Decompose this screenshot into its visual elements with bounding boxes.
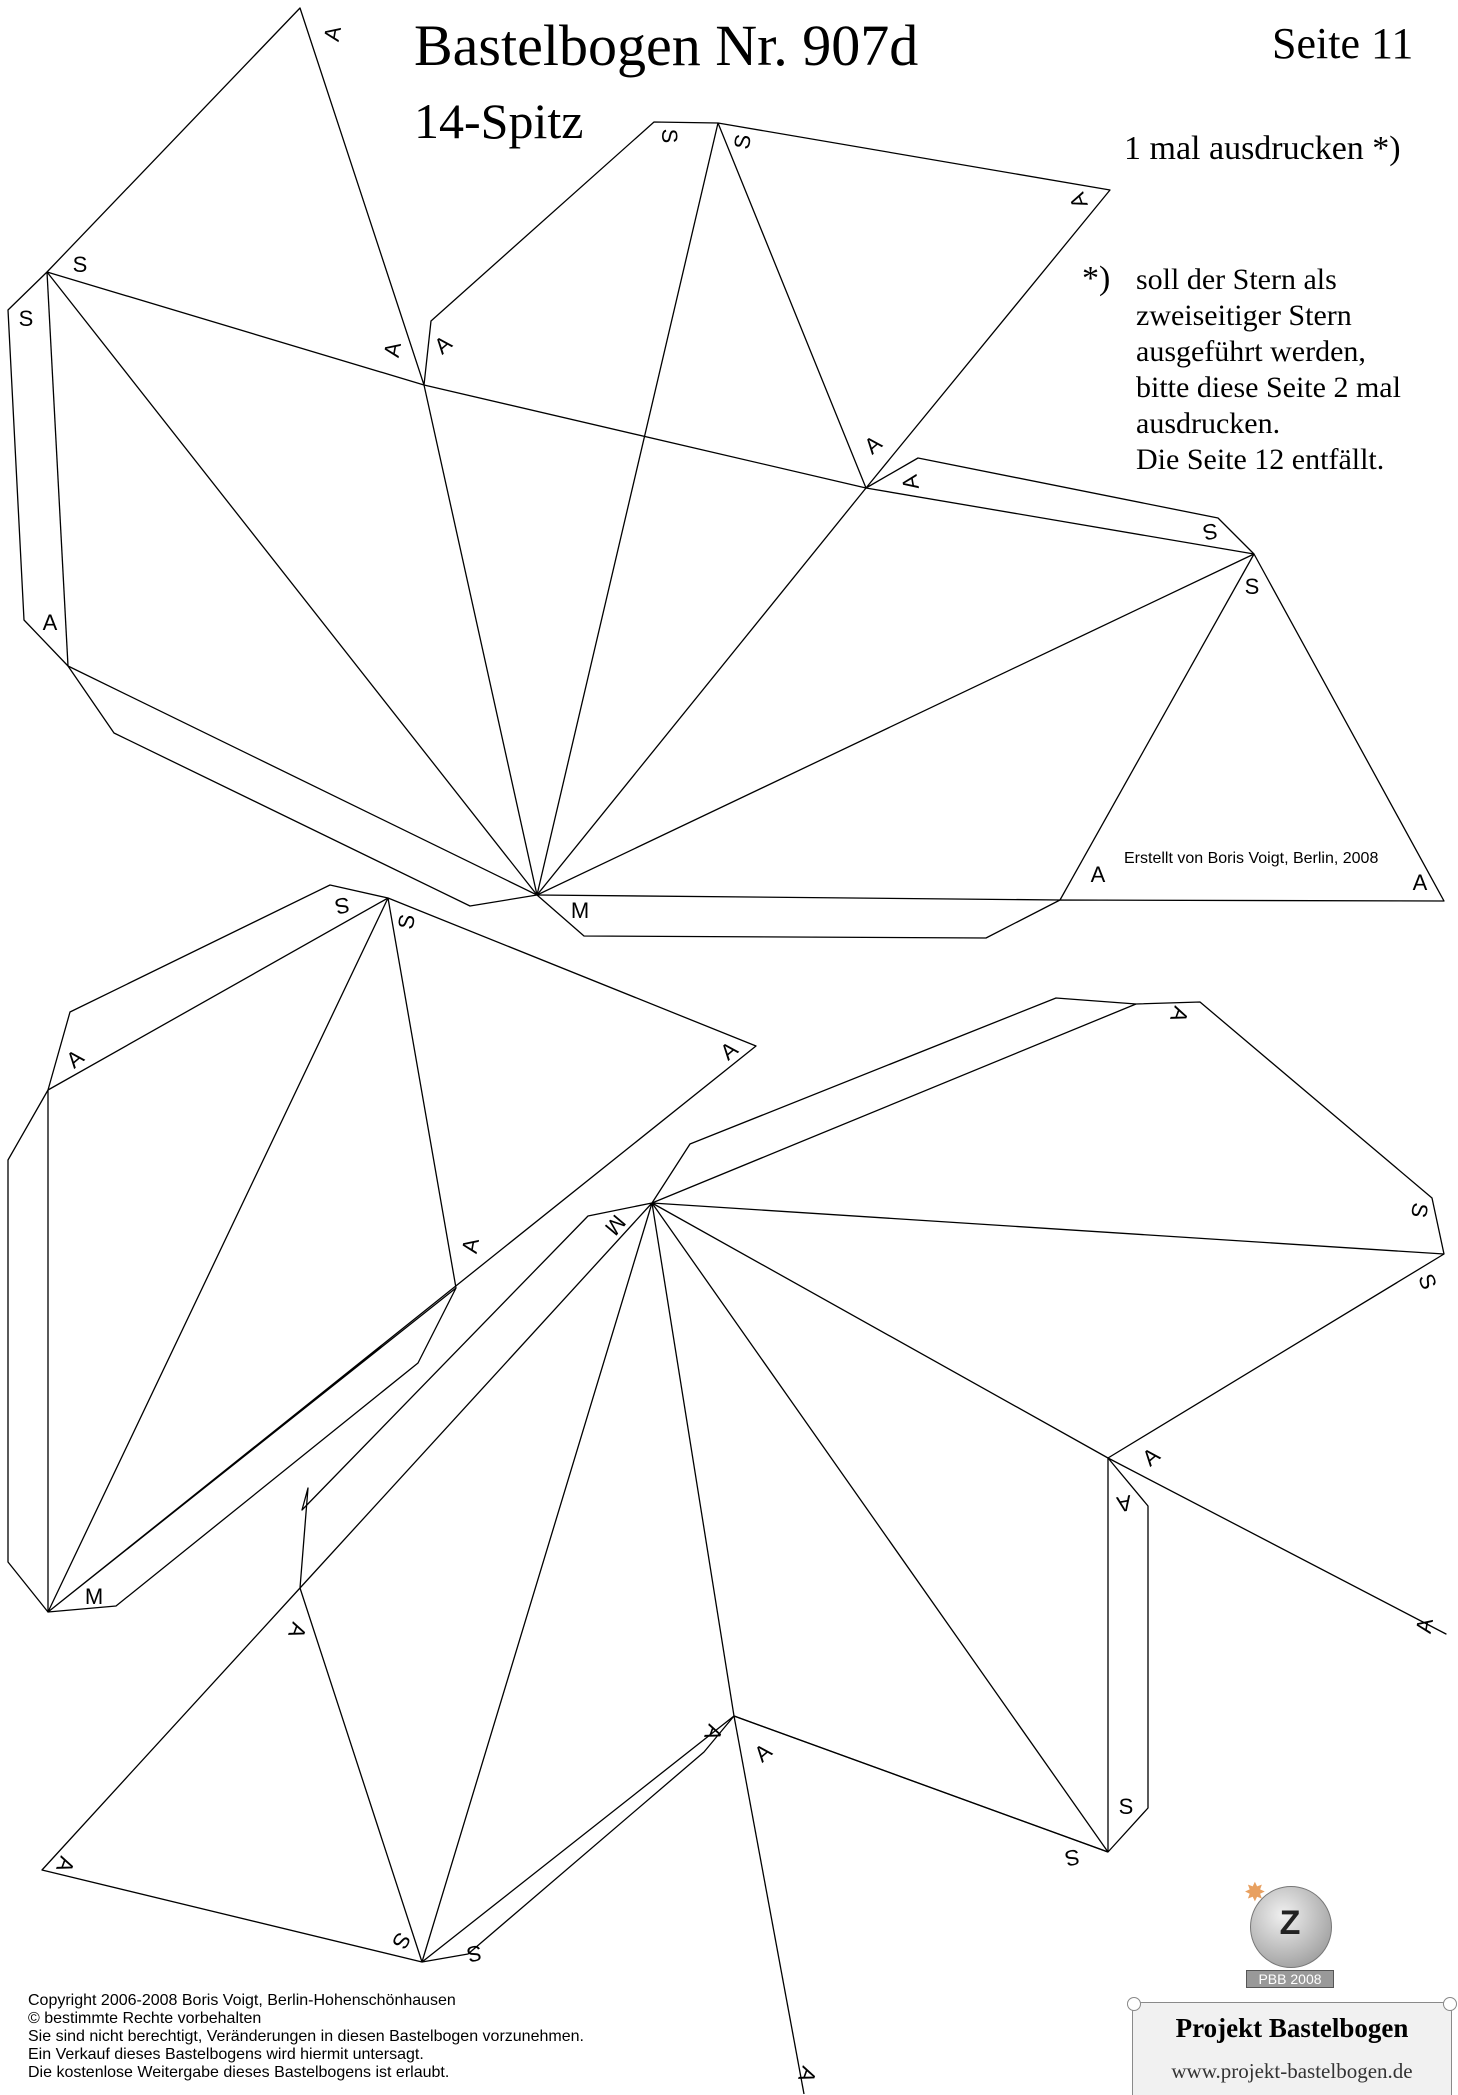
fold-line xyxy=(299,1202,653,1589)
fold-line xyxy=(423,384,538,896)
star-outline-lower-left xyxy=(7,884,757,1613)
scroll-curl-icon xyxy=(1443,1997,1457,2011)
glue-label-s: S xyxy=(1201,518,1220,545)
scroll-curl-icon xyxy=(1127,1997,1141,2011)
fold-line xyxy=(536,553,1255,896)
glue-label-s: S xyxy=(729,132,756,151)
glue-label-a: A xyxy=(1413,870,1428,895)
glue-label-a: A xyxy=(749,1738,777,1767)
footnote-text: soll der Stern als zweiseitiger Stern au… xyxy=(1136,262,1436,478)
glue-label-a: A xyxy=(283,1619,312,1642)
glue-label-s: S xyxy=(1245,574,1260,599)
glue-label-m: M xyxy=(85,1584,103,1609)
fold-line xyxy=(299,1587,423,1963)
glue-label-a: A xyxy=(1091,862,1106,887)
banner-url: www.projekt-bastelbogen.de xyxy=(1171,2059,1413,2083)
glue-label-s: S xyxy=(1406,1201,1433,1220)
glue-label-s: S xyxy=(393,912,420,931)
fold-line xyxy=(865,487,1255,555)
fold-line xyxy=(536,894,1061,901)
fold-line xyxy=(1059,553,1255,901)
glue-label-a: A xyxy=(319,24,346,43)
glue-label-s: S xyxy=(19,306,34,331)
fold-line xyxy=(47,897,389,1091)
fold-line xyxy=(421,1202,653,1963)
glue-label-a: A xyxy=(457,1236,484,1255)
glue-label-s: S xyxy=(1413,1270,1442,1292)
footnote-line: ausdrucken. xyxy=(1136,407,1281,440)
glue-label-a: A xyxy=(793,2063,822,2086)
copyright-notice: Copyright 2006-2008 Boris Voigt, Berlin-… xyxy=(28,1992,584,2082)
fold-line xyxy=(733,1715,1109,1853)
fold-line xyxy=(651,1202,1109,1853)
glue-label-a: A xyxy=(1064,189,1093,212)
copyright-line: © bestimmte Rechte vorbehalten xyxy=(28,2010,262,2027)
fold-line xyxy=(536,487,867,896)
glue-label-a: A xyxy=(715,1036,743,1065)
glue-label-s: S xyxy=(465,1940,484,1967)
glue-label-s: S xyxy=(1119,1794,1134,1819)
sheet-subtitle: 14-Spitz xyxy=(414,93,584,149)
print-instruction: 1 mal ausdrucken *) xyxy=(1124,130,1401,167)
fold-line xyxy=(536,122,719,896)
logo-letter: Z xyxy=(1279,1904,1301,1942)
glue-label-a: A xyxy=(1115,1490,1134,1517)
copyright-line: Die kostenlose Weitergabe dieses Bastelb… xyxy=(28,2064,450,2081)
fold-line xyxy=(651,1003,1137,1204)
logo-badge xyxy=(1250,1886,1332,1968)
footnote-line: bitte diese Seite 2 mal xyxy=(1136,371,1401,404)
glue-label-a: A xyxy=(897,473,924,492)
glue-label-s: S xyxy=(333,892,352,919)
glue-label-a: A xyxy=(1137,1442,1165,1471)
project-banner: Projekt Bastelbogen www.projekt-bastelbo… xyxy=(1127,1997,1457,2095)
sheet-title: Bastelbogen Nr. 907d xyxy=(414,13,919,78)
glue-label-m: M xyxy=(600,1210,631,1240)
copyright-line: Sie sind nicht berechtigt, Veränderungen… xyxy=(28,2028,584,2045)
glue-label-a: A xyxy=(379,340,406,359)
fold-line xyxy=(651,1202,735,1717)
pbb-logo: ✸ Z PBB 2008 xyxy=(1244,1878,1336,1994)
glue-label-a: A xyxy=(43,610,58,635)
glue-label-s: S xyxy=(657,129,682,144)
logo-caption: PBB 2008 xyxy=(1246,1970,1334,1988)
footnote-line: ausgeführt werden, xyxy=(1136,335,1366,368)
page-number: Seite 11 xyxy=(1272,19,1414,68)
glue-label-s: S xyxy=(1063,1844,1082,1871)
copyright-line: Ein Verkauf dieses Bastelbogens wird hie… xyxy=(28,2046,424,2063)
glue-label-a: A xyxy=(1165,1003,1194,1026)
author-credit: Erstellt von Boris Voigt, Berlin, 2008 xyxy=(1124,850,1379,867)
fold-line xyxy=(46,271,538,896)
spark-icon: ✸ xyxy=(1244,1878,1266,1908)
glue-label-a: A xyxy=(429,330,457,359)
glue-label-s: S xyxy=(73,252,88,277)
copyright-line: Copyright 2006-2008 Boris Voigt, Berlin-… xyxy=(28,1992,456,2009)
footnote-line: soll der Stern als xyxy=(1136,263,1337,296)
fold-line xyxy=(67,665,538,896)
fold-line xyxy=(651,1202,1445,1255)
glue-label-m: M xyxy=(571,898,589,923)
glue-label-a: A xyxy=(859,430,887,459)
fold-line xyxy=(651,1202,1109,1459)
footnote-marker: *) xyxy=(1082,260,1111,297)
banner-title: Projekt Bastelbogen xyxy=(1175,2013,1409,2043)
footnote-line: Die Seite 12 entfällt. xyxy=(1136,443,1385,476)
footnote-line: zweiseitiger Stern xyxy=(1136,299,1352,332)
glue-label-a: A xyxy=(1411,1616,1438,1635)
glue-tab xyxy=(421,1715,735,1963)
star-outline-lower-right xyxy=(41,997,1447,1963)
fold-line xyxy=(733,1715,805,2094)
fold-line xyxy=(46,271,69,667)
